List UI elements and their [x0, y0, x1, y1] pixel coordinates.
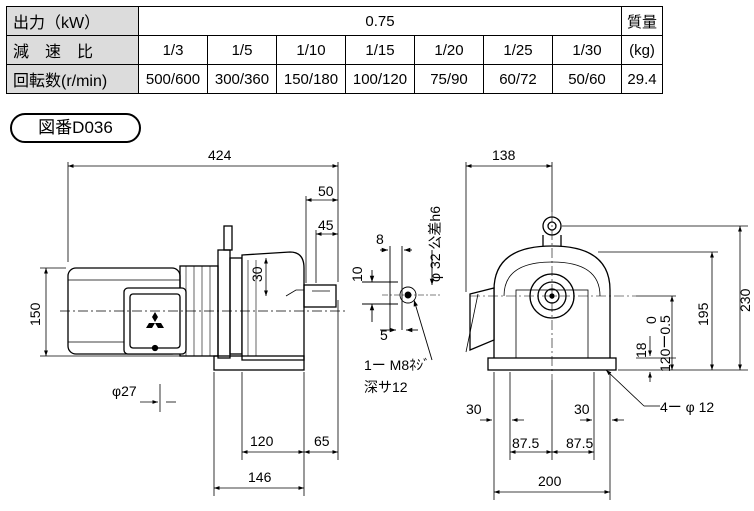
- dim-foot-30-right: 30: [574, 401, 590, 417]
- weight-header: 質量: [621, 6, 663, 36]
- table-row: 回転数(r/min) 500/600 300/360 150/180 100/1…: [6, 64, 663, 94]
- side-view: [465, 212, 636, 380]
- dim-shaft-45: 45: [318, 217, 334, 233]
- dim-foot-30-left: 30: [466, 401, 482, 417]
- table-row: 出力（kW） 0.75 質量: [6, 6, 663, 36]
- dim-key-10: 10: [349, 266, 365, 282]
- ratio-cell: 1/20: [414, 35, 484, 65]
- gearbox-housing: [241, 251, 305, 361]
- dim-pitch-right: 87.5: [566, 435, 593, 451]
- dim-front-30: 30: [249, 266, 265, 282]
- dim-height-230: 230: [737, 288, 753, 312]
- dim-width-200: 200: [538, 473, 562, 489]
- speed-cell: 75/90: [414, 64, 484, 94]
- shaft-detail: [362, 246, 440, 361]
- dim-pitch-left: 87.5: [512, 435, 539, 451]
- base-plate: [213, 355, 305, 371]
- ratio-cell: 1/30: [552, 35, 622, 65]
- tap-note-1: 1ー M8ﾈｼﾞ: [364, 357, 430, 373]
- dim-key-5: 5: [380, 327, 388, 343]
- mitsubishi-logo-icon: [146, 312, 164, 328]
- dim-foot-18: 18: [633, 342, 649, 358]
- dim-dia-27: φ27: [112, 383, 137, 399]
- hole-note: 4ー φ 12: [660, 399, 714, 415]
- dim-shaft-tol-0: 0: [643, 316, 659, 324]
- output-header: 出力（kW）: [6, 6, 139, 36]
- dim-shaft-height: 120ー0.5: [657, 315, 673, 372]
- dim-height-150: 150: [27, 302, 43, 326]
- front-view: [60, 225, 348, 371]
- speed-cell: 60/72: [483, 64, 553, 94]
- dim-key-8: 8: [376, 231, 384, 247]
- tap-note-2: 深サ12: [364, 379, 408, 395]
- figure-label: 図番D036: [10, 113, 141, 143]
- side-dimensions: [465, 162, 748, 500]
- dim-base-146: 146: [248, 469, 272, 485]
- flange: [217, 249, 231, 359]
- speed-cell: 300/360: [207, 64, 277, 94]
- dim-shaft-50: 50: [318, 183, 334, 199]
- dim-side-138: 138: [492, 147, 516, 163]
- speed-cell: 150/180: [276, 64, 346, 94]
- speed-header: 回転数(r/min): [6, 64, 139, 94]
- table-row: 減 速 比 1/3 1/5 1/10 1/15 1/20 1/25 1/30 (…: [6, 35, 663, 65]
- dim-height-195: 195: [695, 302, 711, 326]
- spec-table: 出力（kW） 0.75 質量 減 速 比 1/3 1/5 1/10 1/15 1…: [6, 6, 663, 94]
- output-value: 0.75: [138, 6, 622, 36]
- dim-base-65: 65: [314, 433, 330, 449]
- weight-unit: (kg): [621, 35, 663, 65]
- ratio-cell: 1/10: [276, 35, 346, 65]
- speed-cell: 100/120: [345, 64, 415, 94]
- output-shaft: [303, 284, 337, 308]
- ratio-header: 減 速 比: [6, 35, 139, 65]
- ratio-cell: 1/25: [483, 35, 553, 65]
- front-dimensions: [40, 162, 339, 496]
- dim-base-120: 120: [250, 433, 274, 449]
- ratio-cell: 1/15: [345, 35, 415, 65]
- dim-shaft-dia: φ 32 公差h6: [427, 206, 443, 282]
- dim-overall-length: 424: [208, 147, 232, 163]
- ratio-cell: 1/5: [207, 35, 277, 65]
- weight-value: 29.4: [621, 64, 663, 94]
